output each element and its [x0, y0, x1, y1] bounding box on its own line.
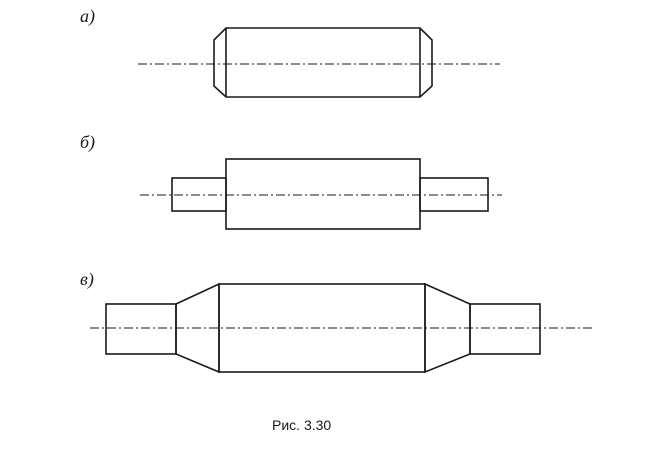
part-a: а)	[80, 6, 500, 98]
part-b: б)	[80, 132, 502, 230]
part-v: в)	[80, 269, 595, 374]
part-b-left-journal	[171, 177, 227, 212]
part-a-body	[213, 27, 433, 98]
part-v-label: в)	[80, 269, 94, 290]
part-b-label: б)	[80, 132, 95, 153]
part-a-label: а)	[80, 6, 95, 27]
figure-caption: Рис. 3.30	[272, 417, 331, 433]
part-v-right-journal	[469, 303, 541, 355]
part-v-left-journal	[105, 303, 177, 355]
part-b-main-body	[225, 158, 421, 230]
part-b-right-journal	[419, 177, 489, 212]
